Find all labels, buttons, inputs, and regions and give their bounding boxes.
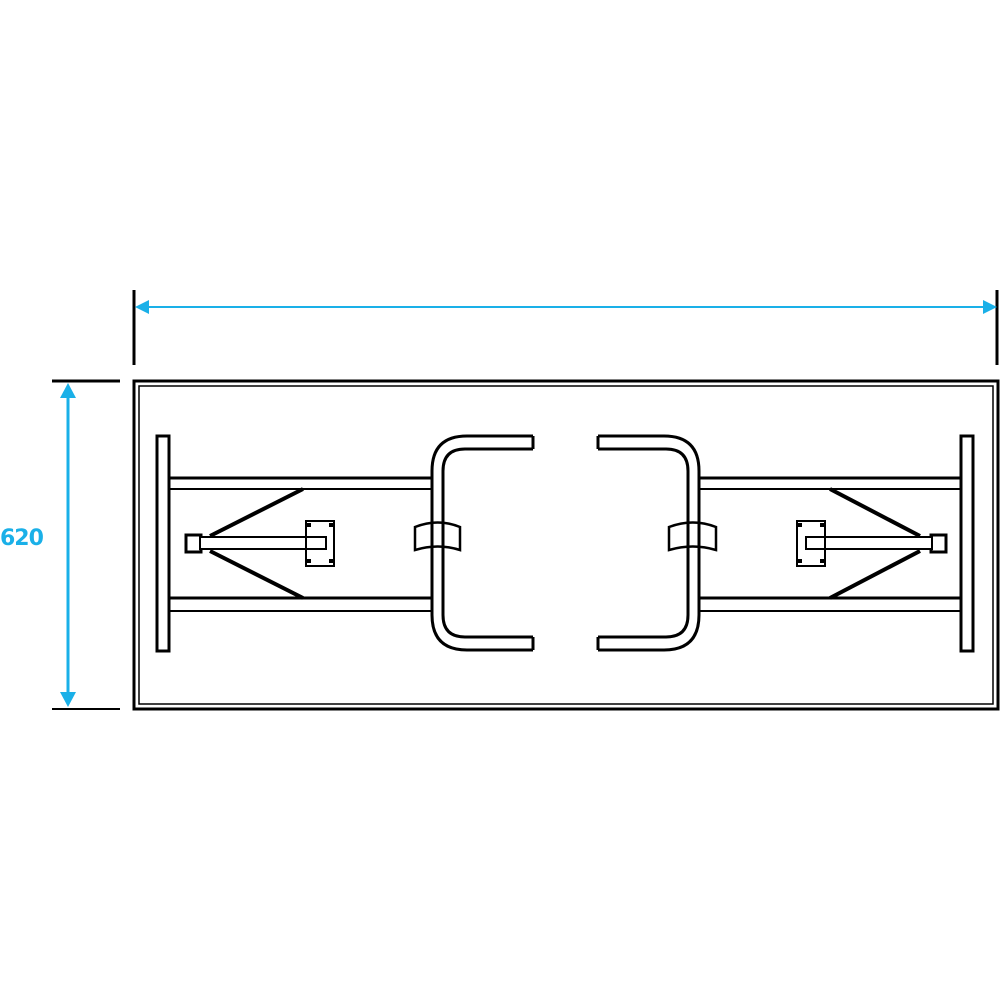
arrow-right-icon — [983, 300, 997, 314]
left-leg-assembly — [155, 434, 433, 653]
height-dimension-label: 620 — [0, 526, 44, 551]
right-handle — [596, 434, 718, 652]
height-dimension — [52, 379, 120, 710]
arrow-down-icon — [60, 692, 76, 707]
arrow-left-icon — [135, 300, 149, 314]
width-dimension — [132, 290, 999, 365]
table-top-outline — [132, 379, 1000, 711]
left-handle — [413, 434, 535, 652]
arrow-up-icon — [60, 383, 76, 398]
right-leg-assembly — [700, 434, 975, 653]
